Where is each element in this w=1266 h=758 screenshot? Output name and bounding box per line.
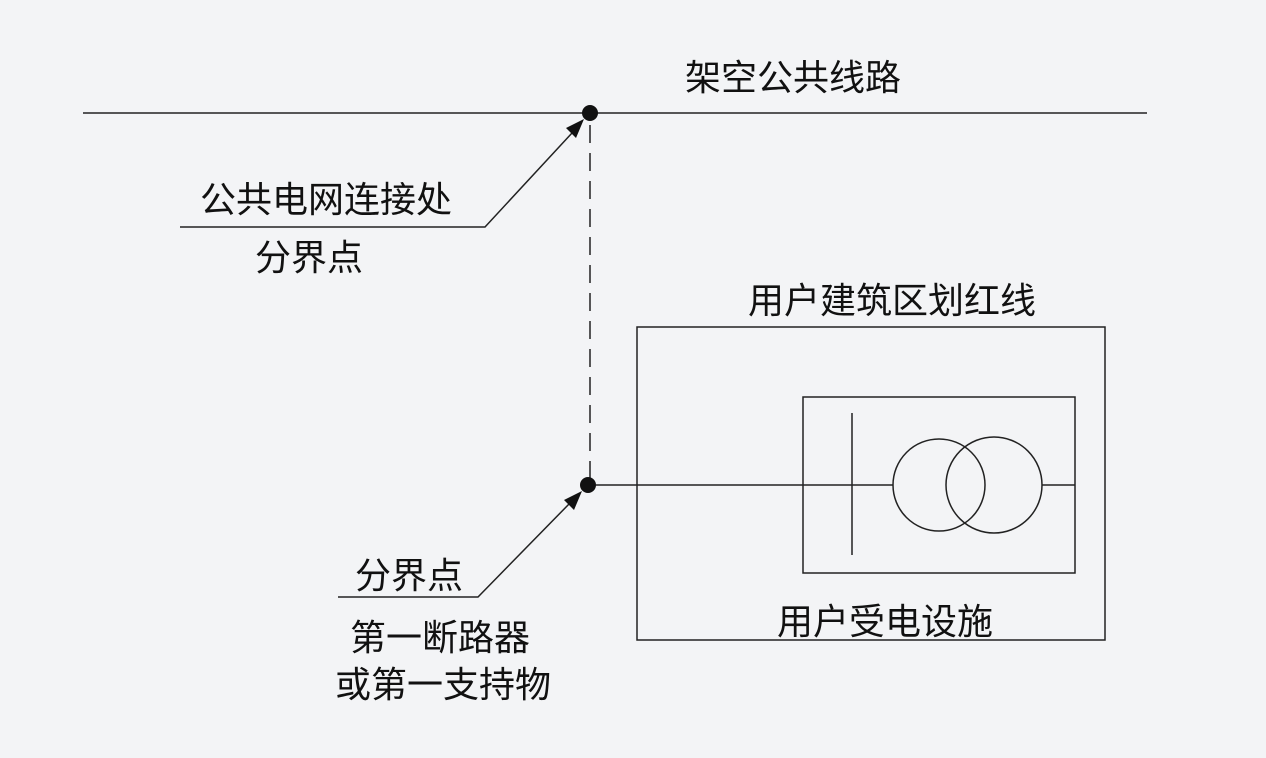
transformer-winding-icon — [945, 436, 1043, 534]
transformer-winding-icon — [892, 438, 986, 532]
grid-connection-label: 公共电网连接处 — [200, 180, 452, 221]
boundary-point — [580, 477, 596, 493]
grid-connection-leader — [180, 132, 573, 228]
arrowhead-icon — [564, 491, 582, 510]
first-breaker-label: 第一断路器 — [350, 618, 530, 659]
boundary-point-label-1: 分界点 — [255, 238, 363, 279]
overhead-line-label: 架空公共线路 — [685, 58, 901, 99]
boundary-point-leader — [338, 502, 571, 598]
grid-connection-point — [582, 105, 598, 121]
user-facility-label: 用户受电设施 — [777, 602, 993, 643]
red-line-label: 用户建筑区划红线 — [748, 281, 1036, 322]
user-building-boundary-box — [636, 326, 1106, 641]
arrowhead-icon — [566, 119, 584, 138]
first-support-label: 或第一支持物 — [335, 665, 551, 706]
boundary-point-label-2: 分界点 — [355, 556, 463, 597]
